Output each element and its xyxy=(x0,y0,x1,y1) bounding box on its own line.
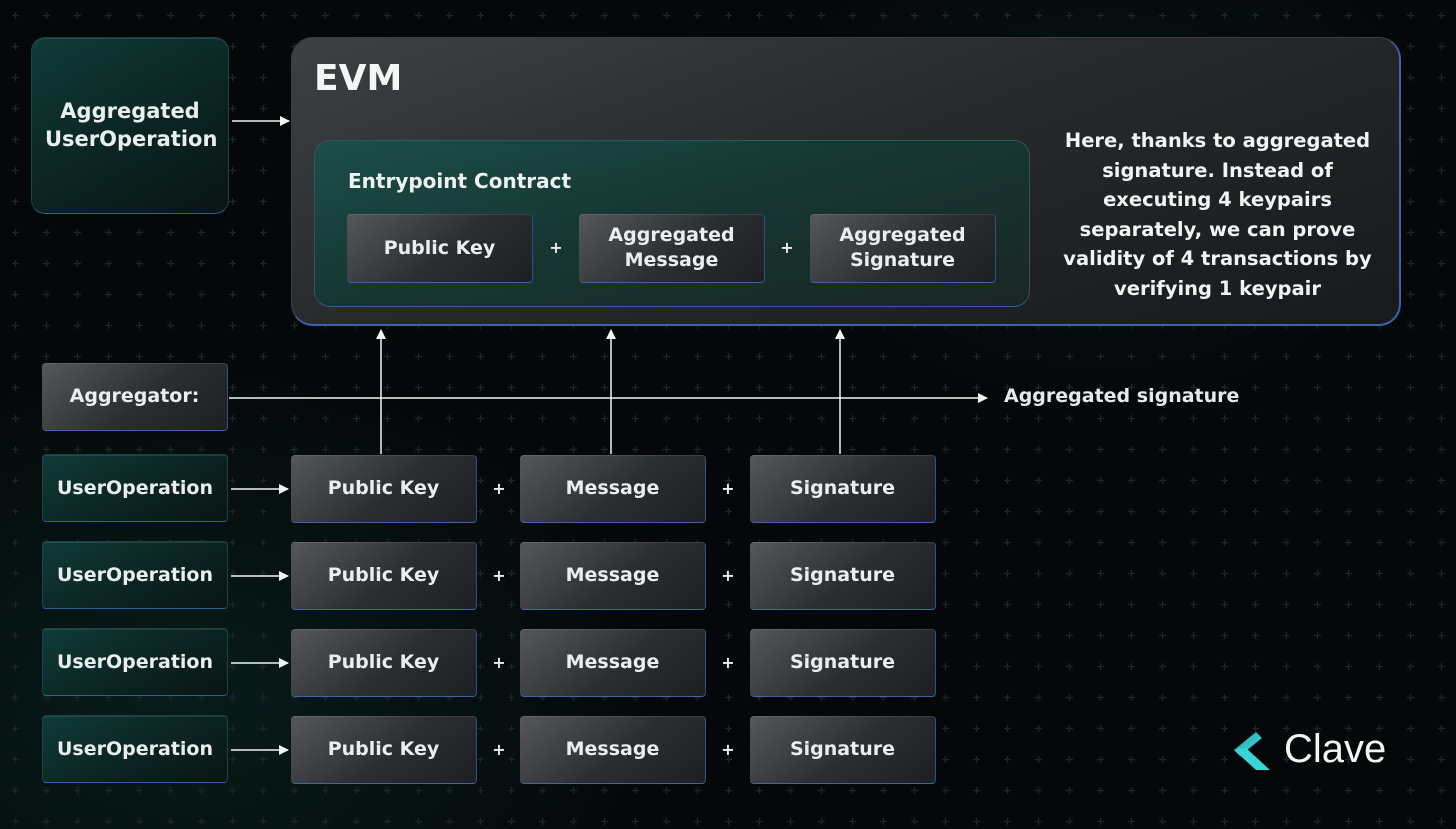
clave-logo-icon xyxy=(1234,732,1270,770)
aggregated-user-operation-label: Aggregated UserOperation xyxy=(45,99,218,151)
public-key-label: Public Key xyxy=(327,651,440,674)
message-box: Message xyxy=(520,542,706,610)
public-key-label: Public Key xyxy=(327,564,440,587)
signature-label: Signature xyxy=(789,477,895,500)
plus-sign: + xyxy=(492,566,506,585)
user-operation-box: UserOperation xyxy=(42,454,228,522)
public-key-box: Public Key xyxy=(291,629,477,697)
signature-box: Signature xyxy=(750,629,936,697)
public-key-label: Public Key xyxy=(327,738,440,761)
message-label: Message xyxy=(565,651,660,674)
signature-label: Signature xyxy=(789,738,895,761)
message-box: Message xyxy=(520,629,706,697)
entrypoint-public-key-box: Public Key xyxy=(347,214,533,283)
signature-box: Signature xyxy=(750,716,936,784)
user-operation-box: UserOperation xyxy=(42,715,228,783)
entrypoint-contract-title: Entrypoint Contract xyxy=(348,169,572,193)
evm-title: EVM xyxy=(314,58,403,99)
signature-label: Signature xyxy=(789,651,895,674)
message-label: Message xyxy=(565,477,660,500)
signature-box: Signature xyxy=(750,455,936,523)
clave-logo: Clave xyxy=(1226,725,1401,780)
plus-sign: + xyxy=(721,479,735,498)
evm-explanation-text: Here, thanks to aggregated signature. In… xyxy=(1063,129,1372,300)
message-label: Message xyxy=(565,738,660,761)
aggregator-box: Aggregator: xyxy=(42,363,228,431)
public-key-label: Public Key xyxy=(327,477,440,500)
public-key-box: Public Key xyxy=(291,455,477,523)
user-operation-label: UserOperation xyxy=(57,476,213,499)
plus-sign: + xyxy=(492,653,506,672)
aggregated-signature-output-label: Aggregated signature xyxy=(1004,385,1240,407)
public-key-box: Public Key xyxy=(291,716,477,784)
message-label: Message xyxy=(565,564,660,587)
signature-box: Signature xyxy=(750,542,936,610)
aggregated-user-operation-box: Aggregated UserOperation xyxy=(31,37,229,214)
clave-logo-text: Clave xyxy=(1284,727,1387,771)
plus-sign: + xyxy=(721,653,735,672)
plus-sign: + xyxy=(492,740,506,759)
user-operation-label: UserOperation xyxy=(57,650,213,673)
plus-sign: + xyxy=(721,566,735,585)
plus-sign: + xyxy=(721,740,735,759)
entrypoint-aggregated-message-box: Aggregated Message xyxy=(579,214,765,283)
message-box: Message xyxy=(520,455,706,523)
entrypoint-aggregated-signature-box: Aggregated Signature xyxy=(810,214,996,283)
plus-sign: + xyxy=(492,479,506,498)
user-operation-label: UserOperation xyxy=(57,563,213,586)
aggregator-label: Aggregator: xyxy=(69,385,200,408)
signature-label: Signature xyxy=(789,564,895,587)
public-key-box: Public Key xyxy=(291,542,477,610)
user-operation-box: UserOperation xyxy=(42,628,228,696)
user-operation-label: UserOperation xyxy=(57,737,213,760)
entrypoint-public-key-label: Public Key xyxy=(383,236,496,259)
entrypoint-plus-sign: + xyxy=(780,238,794,257)
user-operation-box: UserOperation xyxy=(42,541,228,609)
entrypoint-aggregated-signature-label: Aggregated Signature xyxy=(839,224,966,271)
entrypoint-plus-sign: + xyxy=(549,238,563,257)
entrypoint-aggregated-message-label: Aggregated Message xyxy=(608,224,735,271)
message-box: Message xyxy=(520,716,706,784)
